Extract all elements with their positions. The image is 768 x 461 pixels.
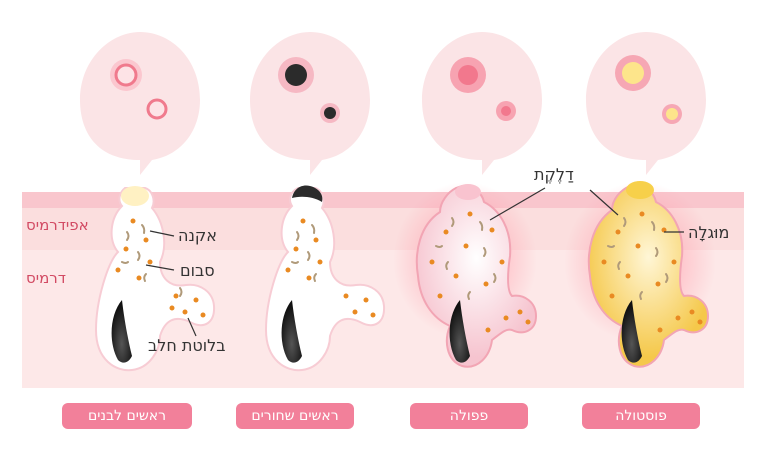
follicle-pustule (564, 181, 716, 368)
stage-label-papule: פפולה (410, 403, 528, 429)
stage-label-pustule: פוסטולה (582, 403, 700, 429)
follicle-papule (393, 182, 538, 368)
leader-gland (187, 317, 197, 337)
follicle-blackheads (264, 185, 386, 372)
stage-label-blackheads: ראשים שחורים (236, 403, 354, 429)
bubble-papule (422, 32, 542, 175)
bubble-blackheads (250, 32, 370, 175)
follicle-whiteheads (94, 186, 216, 372)
label-sebum: סבום (180, 261, 215, 280)
bubble-pustule (586, 32, 706, 175)
label-pus: מוּגלָה (688, 223, 730, 242)
leader-lines (145, 187, 684, 337)
leader-sebum (145, 264, 175, 271)
label-epidermis: אפידרמיס (26, 216, 89, 234)
label-dermis: דרמיס (26, 269, 66, 287)
leader-inflammation (489, 187, 546, 221)
bubble-whiteheads (80, 32, 200, 175)
leader-pus (589, 189, 619, 216)
label-sebaceous-gland: בלוטת חלב (148, 336, 226, 355)
label-bacteria: אקנה (178, 226, 217, 245)
leader-bacteria (149, 230, 175, 237)
epidermis-layer (22, 192, 744, 208)
stage-label-whiteheads: ראשים לבנים (62, 403, 192, 429)
label-inflammation: דַלֶקֶת (534, 165, 574, 184)
